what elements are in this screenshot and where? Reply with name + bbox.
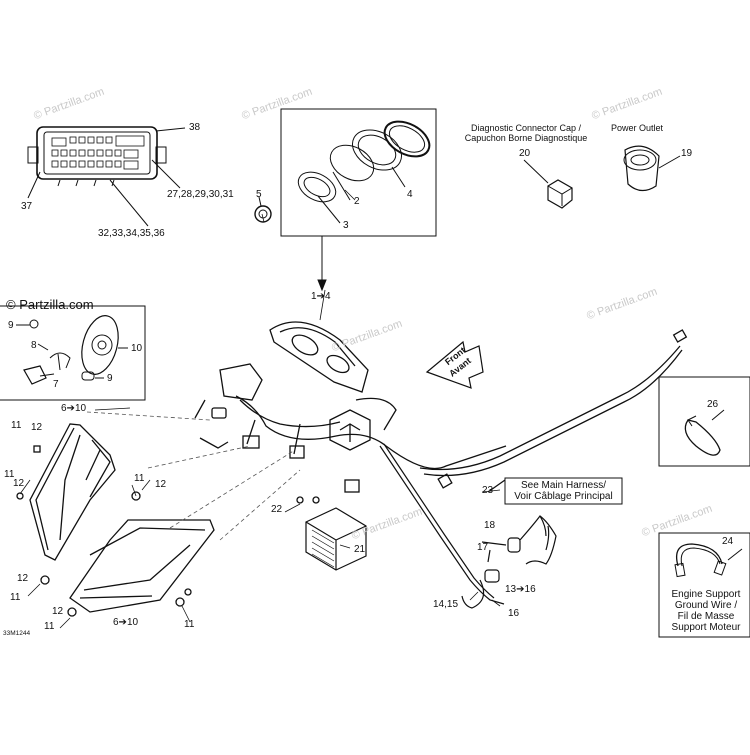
long-cable — [419, 329, 688, 493]
left-headlight — [16, 423, 141, 585]
callout-14-15: 14,15 — [433, 599, 459, 610]
callout-5: 5 — [256, 189, 262, 200]
tether-cable — [379, 443, 557, 609]
see-main-harness-box — [504, 477, 623, 505]
callout-16: 16 — [508, 608, 520, 619]
bulb-box — [0, 305, 146, 401]
callout-6-10a: 6➔10 — [61, 403, 87, 414]
see-main-harness-label-fr: Voir Câblage Principal — [514, 491, 613, 502]
callout-13-16: 13➔16 — [505, 584, 536, 595]
callout-20: 20 — [519, 148, 531, 159]
callout-2: 2 — [354, 196, 360, 207]
engine-support-label-1: Engine Support — [671, 589, 741, 600]
callout-22: 22 — [271, 504, 283, 515]
engine-support-label-4: Support Moteur — [671, 622, 741, 633]
wiring-harness — [194, 363, 507, 504]
callout-12a: 12 — [31, 422, 43, 433]
figure-code: 33M1244 — [3, 630, 31, 637]
diag-cap-label-fr: Capuchon Borne Diagnostique — [464, 133, 588, 143]
callout-37: 37 — [21, 201, 33, 212]
callout-23: 23 — [482, 485, 494, 496]
callout-6-10b: 6➔10 — [113, 617, 139, 628]
engine-support-label-2: Ground Wire / — [674, 600, 738, 611]
callout-11c: 11 — [134, 473, 145, 484]
callout-19: 19 — [681, 148, 693, 159]
callout-12c: 12 — [155, 479, 167, 490]
callout-10: 10 — [131, 343, 143, 354]
diagnostic-cap — [523, 159, 573, 209]
callout-38: 38 — [189, 122, 201, 133]
ground-wire-box — [658, 532, 750, 638]
watermark-brand: © Partzilla.com — [6, 297, 94, 312]
callout-11d: 11 — [10, 592, 21, 603]
callout-4: 4 — [407, 189, 413, 200]
power-outlet — [623, 145, 681, 192]
callout-7: 7 — [53, 379, 59, 390]
clamp-box — [658, 376, 750, 467]
callout-12b: 12 — [13, 478, 25, 489]
callout-26: 26 — [707, 399, 719, 410]
callout-11e: 11 — [44, 621, 55, 632]
callout-21: 21 — [354, 544, 366, 555]
callout-8: 8 — [31, 340, 37, 351]
fuse-box — [27, 126, 186, 227]
callout-27-31: 27,28,29,30,31 — [167, 189, 234, 200]
callout-3: 3 — [343, 220, 349, 231]
callout-1-4: 1➔4 — [311, 291, 331, 302]
callout-11b: 11 — [4, 469, 15, 480]
callout-12e: 12 — [52, 606, 64, 617]
front-arrow — [425, 340, 484, 389]
callout-9a: 9 — [8, 320, 14, 331]
voltage-regulator — [305, 507, 367, 571]
callout-12d: 12 — [17, 573, 29, 584]
diag-cap-label-en: Diagnostic Connector Cap / — [470, 123, 582, 133]
callout-32-36: 32,33,34,35,36 — [98, 228, 165, 239]
engine-support-label-3: Fil de Masse — [677, 611, 735, 622]
callout-9b: 9 — [107, 373, 113, 384]
see-main-harness-label-en: See Main Harness/ — [520, 480, 607, 491]
gauge-housing — [269, 321, 369, 393]
callout-11f: 11 — [184, 619, 195, 630]
callout-17: 17 — [477, 542, 489, 553]
callout-11a: 11 — [11, 420, 22, 431]
power-outlet-label: Power Outlet — [611, 123, 664, 133]
callout-18: 18 — [484, 520, 496, 531]
right-headlight — [67, 519, 215, 617]
callout-24: 24 — [722, 536, 734, 547]
